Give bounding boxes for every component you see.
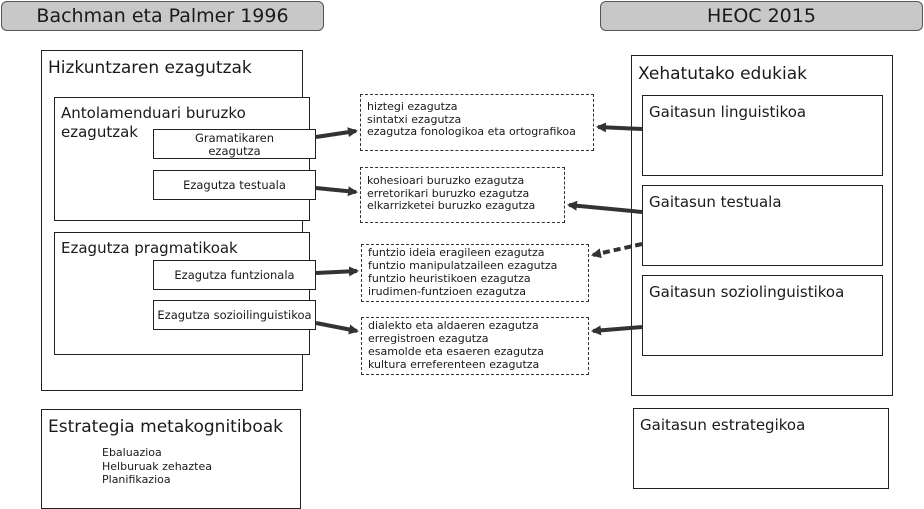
arrow-soziolinguistikoa-gaitasun xyxy=(591,325,643,336)
arrow-testuala xyxy=(315,186,358,197)
detail-item: funtzio ideia eragileen ezagutza xyxy=(368,246,545,259)
funtzionala-box: Ezagutza funtzionala xyxy=(153,260,316,290)
detail-item: kohesioari buruzko ezagutza xyxy=(367,174,525,187)
linguistikoa-box: Gaitasun linguistikoa xyxy=(642,95,883,176)
estrategia-box: Estrategia metakognitiboak Ebaluazioa He… xyxy=(41,409,301,509)
xehatutako-title: Xehatutako edukiak xyxy=(638,64,807,84)
detail-item: kultura erreferenteen ezagutza xyxy=(368,358,540,371)
estrategia-list: Ebaluazioa Helburuak zehaztea Planifikaz… xyxy=(102,446,212,487)
soziolinguistikoa-label: Ezagutza sozioilinguistikoa xyxy=(157,308,312,322)
left-header: Bachman eta Palmer 1996 xyxy=(1,1,324,31)
hizkuntza-title: Hizkuntzaren ezagutzak xyxy=(48,58,252,78)
testuala-label: Ezagutza testuala xyxy=(183,178,286,192)
detail-box-soziolinguistikoa: dialekto eta aldaeren ezagutza erregistr… xyxy=(361,317,589,375)
detail-item: ezagutza fonologikoa eta ortografikoa xyxy=(367,125,576,138)
gramatika-line2: ezagutza xyxy=(208,144,261,158)
arrow-funtzionala xyxy=(315,266,359,277)
testuala-gaitasun-label: Gaitasun testuala xyxy=(649,193,782,211)
arrow-linguistikoa xyxy=(596,122,643,133)
estrategikoa-label: Gaitasun estrategikoa xyxy=(640,416,806,434)
detail-item: erregistroen ezagutza xyxy=(368,332,489,345)
detail-box-gramatika: hiztegi ezagutza sintatxi ezagutza ezagu… xyxy=(360,94,594,151)
estrategia-item: Ebaluazioa xyxy=(102,446,162,459)
antolamendu-box: Antolamenduari buruzko ezagutzak xyxy=(54,97,310,221)
soziolinguistikoa-box: Ezagutza sozioilinguistikoa xyxy=(153,300,316,330)
detail-item: elkarrizketei buruzko ezagutza xyxy=(367,199,536,212)
detail-box-testuala: kohesioari buruzko ezagutza erretorikari… xyxy=(360,167,565,223)
antolamendu-title-line2: ezagutzak xyxy=(61,123,138,141)
linguistikoa-label: Gaitasun linguistikoa xyxy=(649,103,807,121)
pragmatiko-title: Ezagutza pragmatikoak xyxy=(61,239,238,257)
arrow-soziolinguistikoa xyxy=(315,321,359,335)
estrategia-item: Planifikazioa xyxy=(102,473,171,486)
gramatika-line1: Gramatikaren xyxy=(195,131,274,145)
arrow-funtzionala-dashed xyxy=(591,242,643,259)
detail-box-funtzionala: funtzio ideia eragileen ezagutza funtzio… xyxy=(361,244,589,302)
detail-item: esamolde eta esaeren ezagutza xyxy=(368,345,544,358)
detail-item: funtzio heuristikoen ezagutza xyxy=(368,272,531,285)
soziolinguistikoa-gaitasun-box: Gaitasun soziolinguistikoa xyxy=(642,275,883,356)
soziolinguistikoa-gaitasun-label: Gaitasun soziolinguistikoa xyxy=(649,283,845,301)
detail-item: irudimen-funtzioen ezagutza xyxy=(368,285,527,298)
antolamendu-title-line1: Antolamenduari buruzko xyxy=(61,104,246,122)
detail-item: funtzio manipulatzaileen ezagutza xyxy=(368,259,558,272)
detail-item: dialekto eta aldaeren ezagutza xyxy=(368,319,539,332)
gramatika-box: Gramatikaren ezagutza xyxy=(153,129,316,159)
estrategia-title: Estrategia metakognitiboak xyxy=(48,417,284,437)
right-header: HEOC 2015 xyxy=(600,1,923,31)
detail-item: erretorikari buruzko ezagutza xyxy=(367,186,530,200)
estrategia-item: Helburuak zehaztea xyxy=(102,459,212,473)
funtzionala-label: Ezagutza funtzionala xyxy=(174,268,295,282)
pragmatiko-box: Ezagutza pragmatikoak xyxy=(54,232,310,355)
detail-item: sintatxi ezagutza xyxy=(367,112,462,126)
arrow-gramatika xyxy=(315,127,358,139)
testuala-gaitasun-box: Gaitasun testuala xyxy=(642,185,883,266)
estrategikoa-box: Gaitasun estrategikoa xyxy=(633,408,889,489)
testuala-box: Ezagutza testuala xyxy=(153,170,316,200)
arrow-testuala-gaitasun xyxy=(567,200,643,214)
detail-item: hiztegi ezagutza xyxy=(367,100,458,113)
